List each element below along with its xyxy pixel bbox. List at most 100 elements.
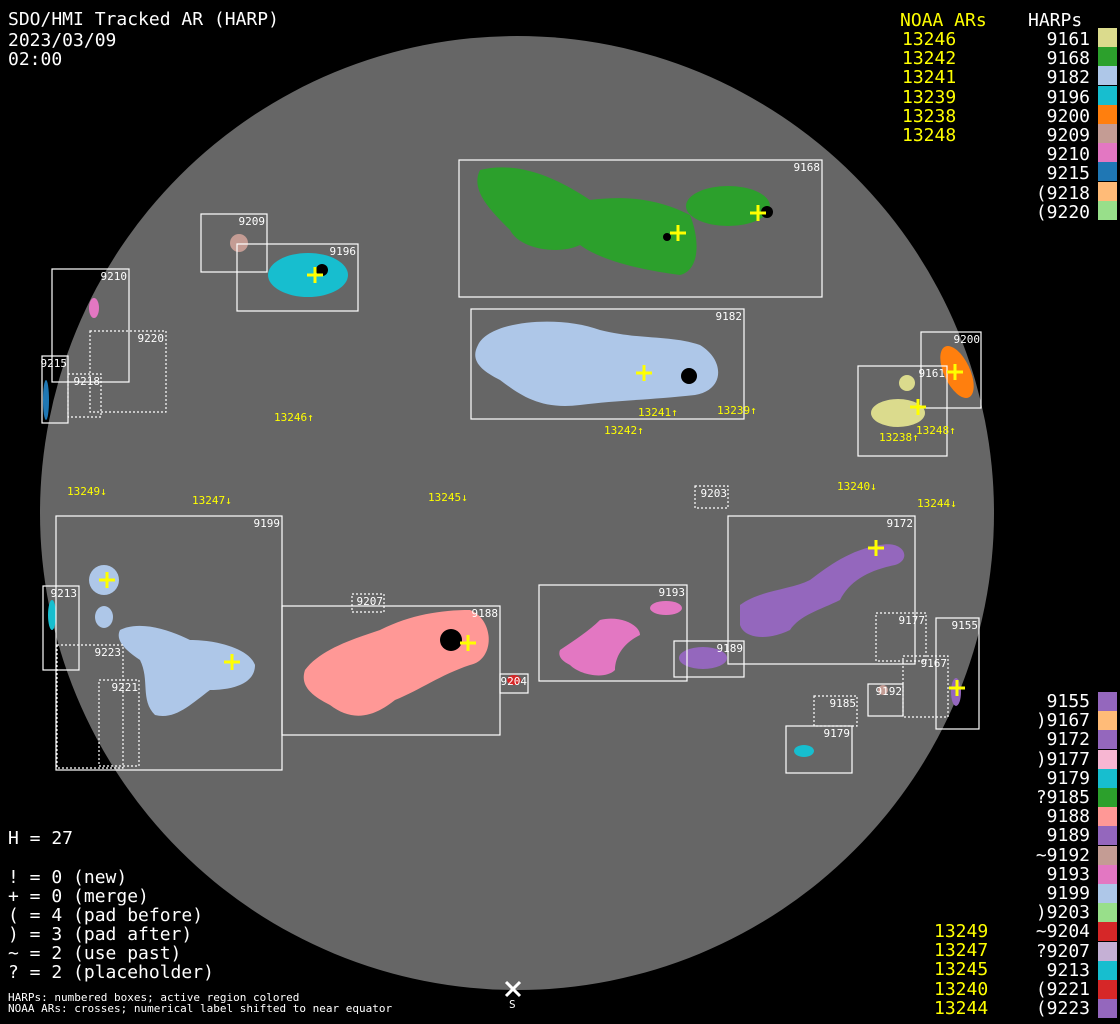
noaa-label: 13248↑ bbox=[916, 424, 956, 437]
harp-color-swatch bbox=[1098, 826, 1117, 846]
harp-label: 9220 bbox=[138, 332, 165, 345]
harp-color-swatch bbox=[1098, 941, 1117, 961]
harp-box-9179[interactable] bbox=[785, 725, 853, 774]
harp-box-9188[interactable] bbox=[281, 605, 501, 736]
region-9204 bbox=[507, 675, 521, 685]
region-9182 bbox=[475, 321, 719, 406]
harp-label: 9193 bbox=[659, 586, 686, 599]
region-9172 bbox=[740, 544, 905, 637]
harp-legend-item: 9210 bbox=[1046, 144, 1090, 166]
harp-color-swatch bbox=[1098, 711, 1117, 731]
harp-legend-item: )9203 bbox=[1035, 902, 1090, 924]
harp-label: 9188 bbox=[472, 607, 499, 620]
harp-label: 9161 bbox=[919, 367, 946, 380]
harp-boxes bbox=[41, 159, 982, 774]
harp-box-9185[interactable] bbox=[813, 695, 858, 727]
harp-legend-item: 9188 bbox=[1046, 806, 1090, 828]
harp-box-9168[interactable] bbox=[458, 159, 823, 298]
noaa-label: 13241↑ bbox=[638, 406, 678, 419]
harp-box-9161[interactable] bbox=[857, 365, 948, 457]
harp-legend-item: 9196 bbox=[1046, 86, 1090, 108]
harp-color-swatch bbox=[1098, 807, 1117, 827]
harp-color-swatch bbox=[1098, 143, 1117, 163]
harp-legend-item: 9199 bbox=[1046, 883, 1090, 905]
harp-color-swatch bbox=[1098, 85, 1117, 105]
status-legend-line: ( = 4 (pad before) bbox=[8, 905, 204, 926]
harp-box-9221[interactable] bbox=[98, 679, 140, 767]
harp-legend-item: (9218 bbox=[1035, 182, 1090, 204]
harp-box-9218[interactable] bbox=[67, 373, 102, 418]
noaa-cross bbox=[99, 205, 965, 696]
harp-color-swatch bbox=[1098, 730, 1117, 750]
harp-legend-item: 9161 bbox=[1046, 29, 1090, 50]
harp-label: 9185 bbox=[830, 697, 857, 710]
harp-box-9196[interactable] bbox=[236, 243, 359, 312]
noaa-legend-item: 13242 bbox=[902, 48, 957, 70]
noaa-legend-item: 13241 bbox=[902, 67, 957, 89]
noaa-legend-title: NOAA ARs bbox=[900, 10, 987, 31]
harp-label: 9196 bbox=[330, 245, 357, 258]
harp-color-swatch bbox=[1098, 28, 1117, 47]
harp-label: 9213 bbox=[51, 587, 78, 600]
harp-color-swatch bbox=[1098, 768, 1117, 788]
harp-legend-item: 9182 bbox=[1046, 67, 1090, 89]
south-label: S bbox=[509, 998, 516, 1011]
harp-legend-item: ~9192 bbox=[1035, 844, 1090, 866]
harp-box-9155[interactable] bbox=[935, 617, 980, 730]
harp-box-9192[interactable] bbox=[867, 683, 904, 717]
status-legend: ! = 0 (new)+ = 0 (merge)( = 4 (pad befor… bbox=[8, 868, 214, 982]
harp-box-9200[interactable] bbox=[920, 331, 982, 409]
noaa-labels: 13246↑ 13241↑ 13239↑ 13242↑ 13238↑ 13248… bbox=[67, 404, 957, 510]
harp-box-9182[interactable] bbox=[470, 308, 745, 420]
noaa-label: 13245↓ bbox=[428, 491, 468, 504]
harp-color-swatch bbox=[1098, 903, 1117, 923]
harp-color-swatch bbox=[1098, 181, 1117, 201]
harp-box-9213[interactable] bbox=[42, 585, 80, 671]
harp-label: 9210 bbox=[101, 270, 128, 283]
harp-legend-item: ?9185 bbox=[1035, 787, 1090, 809]
harp-box-9189[interactable] bbox=[673, 640, 745, 678]
harp-box-9209[interactable] bbox=[200, 213, 268, 273]
region-9168b bbox=[686, 186, 770, 226]
harp-label: 9189 bbox=[717, 642, 744, 655]
region-9209 bbox=[230, 234, 248, 252]
harp-box-9193[interactable] bbox=[538, 584, 688, 682]
harp-box-9220[interactable] bbox=[89, 330, 167, 413]
region-9193b bbox=[650, 601, 682, 615]
harp-legend-item: )9167 bbox=[1035, 710, 1090, 732]
region-9192 bbox=[878, 685, 888, 695]
date-label: 2023/03/09 bbox=[8, 30, 117, 51]
noaa-label: 13247↓ bbox=[192, 494, 232, 507]
noaa-legend-item: 13238 bbox=[902, 105, 957, 127]
sunspot bbox=[316, 264, 328, 276]
noaa-legend-item: 13248 bbox=[902, 125, 957, 147]
harp-box-9210[interactable] bbox=[51, 268, 130, 383]
harp-legend-title: HARPs bbox=[1028, 10, 1083, 31]
harp-legend-item: (9221 bbox=[1035, 979, 1090, 1001]
region-9199 bbox=[118, 625, 256, 716]
noaa-label: 13246↑ bbox=[274, 411, 314, 424]
harp-legend-item: 9209 bbox=[1046, 125, 1090, 147]
region-9193 bbox=[559, 618, 640, 676]
noaa-legend-item: 13245 bbox=[934, 959, 989, 981]
harp-label: 9203 bbox=[701, 487, 728, 500]
harp-box-9207[interactable] bbox=[351, 593, 385, 613]
harp-legend-item: 9200 bbox=[1046, 105, 1090, 127]
harp-color-swatch bbox=[1098, 999, 1117, 1019]
harp-color-swatch bbox=[1098, 124, 1117, 143]
footer-note-harps: HARPs: numbered boxes; active region col… bbox=[8, 991, 300, 1004]
harp-label: 9199 bbox=[254, 517, 281, 530]
noaa-legend-item: 13240 bbox=[934, 978, 989, 1000]
harp-box-9204[interactable] bbox=[499, 673, 529, 694]
noaa-legend-item: 13247 bbox=[934, 940, 989, 962]
harp-label: 9168 bbox=[794, 161, 821, 174]
harp-label: 9177 bbox=[899, 614, 926, 627]
harp-box-9223[interactable] bbox=[56, 644, 124, 769]
harp-box-9177[interactable] bbox=[875, 612, 927, 662]
harp-box-9172[interactable] bbox=[727, 515, 916, 665]
harp-box-9203[interactable] bbox=[694, 485, 729, 509]
harp-legend-item: (9223 bbox=[1035, 998, 1090, 1020]
